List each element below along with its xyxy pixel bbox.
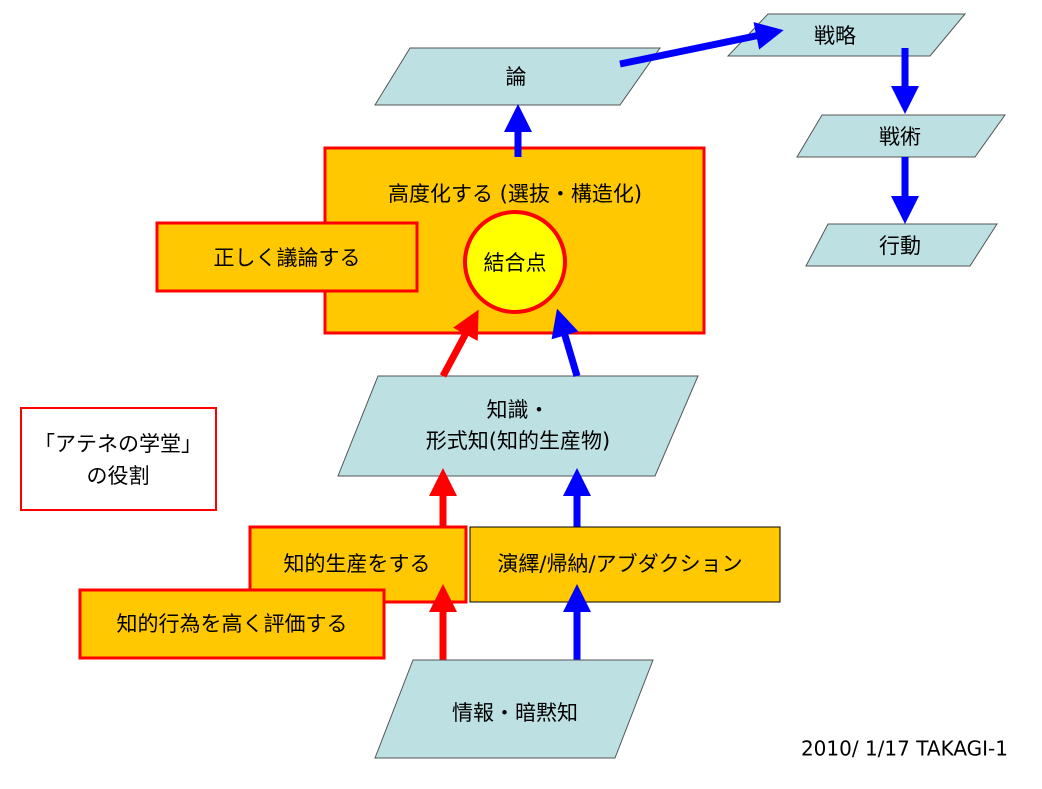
tadashiku-label: 正しく議論する bbox=[214, 246, 361, 270]
node-senjutsu-label: 戦術 bbox=[879, 125, 921, 149]
chiteki-seisan-label: 知的生産をする bbox=[284, 552, 431, 576]
athens-line1: 「アテネの学堂」 bbox=[34, 432, 202, 456]
athens-role-box: 「アテネの学堂」 の役割 bbox=[20, 407, 217, 511]
footer-credit: 2010/ 1/17 TAKAGI-1 bbox=[801, 737, 1008, 761]
node-chishiki: 知識・ 形式知(知的生産物) bbox=[337, 375, 699, 477]
node-koudou-label: 行動 bbox=[879, 234, 921, 258]
node-senryaku-label: 戦略 bbox=[814, 24, 856, 48]
node-jouhou: 情報・暗黙知 bbox=[374, 659, 654, 759]
ketsugouten-label: 結合点 bbox=[484, 251, 547, 275]
node-ron: 論 bbox=[374, 47, 661, 106]
chishiki-line1: 知識・ bbox=[487, 398, 550, 422]
node-koudou: 行動 bbox=[805, 223, 998, 267]
tadashiku-box: 正しく議論する bbox=[155, 221, 419, 293]
athens-line2: の役割 bbox=[87, 464, 150, 488]
ketsugouten-circle: 結合点 bbox=[463, 210, 567, 314]
node-ron-label: 論 bbox=[506, 65, 527, 89]
chiteki-koui-box: 知的行為を高く評価する bbox=[78, 588, 386, 660]
chishiki-line2: 形式知(知的生産物) bbox=[426, 429, 610, 453]
enneki-label: 演繹/帰納/アブダクション bbox=[497, 552, 742, 576]
koudoka-label: 高度化する (選抜・構造化) bbox=[388, 182, 642, 206]
arrow-red-to-ketsugouten bbox=[439, 309, 479, 378]
node-senjutsu: 戦術 bbox=[796, 114, 1006, 158]
enneki-box: 演繹/帰納/アブダクション bbox=[469, 526, 781, 603]
arrow-ron-senryaku bbox=[619, 22, 784, 68]
jouhou-label: 情報・暗黙知 bbox=[452, 701, 578, 725]
arrow-blue-to-ketsugouten bbox=[551, 308, 581, 377]
chiteki-koui-label: 知的行為を高く評価する bbox=[117, 612, 348, 636]
